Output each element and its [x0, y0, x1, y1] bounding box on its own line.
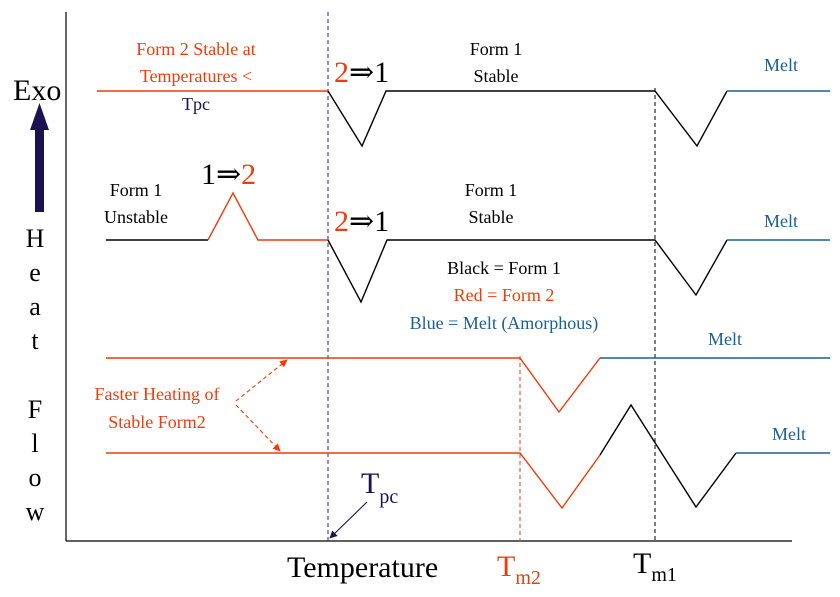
tm2-subscript: m2: [515, 567, 541, 589]
trace-3-melt-label: Melt: [708, 329, 742, 349]
y-letter-l: l: [31, 429, 38, 458]
tpc-subscript: pc: [379, 486, 398, 508]
trace-1-melt-label: Melt: [764, 55, 798, 75]
trace-4-melt-label: Melt: [772, 424, 806, 444]
trace-3: [106, 357, 830, 414]
trace-1: [97, 90, 830, 148]
exo-arrow-shaft: [35, 128, 44, 212]
y-letter-e: e: [29, 258, 41, 287]
fast-heating-arrow-up: [235, 359, 288, 402]
fast-heating-note-line2: Stable Form2: [108, 412, 206, 432]
trace-1-transition-label: 2⇒1: [334, 56, 389, 89]
y-letter-t: t: [31, 326, 39, 355]
tpc-pointer-arrow: [329, 501, 368, 539]
tpc-label: Tpc: [361, 467, 398, 508]
trace-2-unstable-line2: Unstable: [104, 207, 168, 227]
temperature-label: Temperature: [287, 551, 438, 584]
form2-stable-note-line2: Temperatures <: [140, 66, 252, 86]
legend-black: Black = Form 1: [447, 258, 561, 278]
trace-2: [106, 191, 830, 304]
legend-blue: Blue = Melt (Amorphous): [410, 313, 599, 334]
y-letter-h: H: [26, 224, 45, 253]
trace-3-form2-segment: [106, 357, 601, 414]
tm1-label: Tm1: [633, 547, 677, 586]
trace-2-stable-line2: Stable: [469, 207, 514, 227]
trace-4: [106, 403, 830, 510]
trace-1-stable-line2: Stable: [474, 66, 519, 86]
trace-4-form2-segment: [106, 452, 601, 510]
trace-4-form1-segment: [599, 403, 737, 509]
tm2-label: Tm2: [497, 550, 541, 589]
fast-heating-arrow-down: [235, 404, 281, 452]
trace-2-stable-line1: Form 1: [465, 180, 518, 200]
trace-2-transition-label: 2⇒1: [334, 205, 389, 238]
y-letter-w: w: [26, 497, 45, 526]
legend-red: Red = Form 2: [454, 285, 555, 305]
form2-stable-note-line1: Form 2 Stable at: [136, 39, 256, 59]
trace-2-conversion-label: 1⇒2: [201, 158, 256, 191]
y-letter-a: a: [29, 292, 41, 321]
heat-flow-label: H e a t F l o w: [26, 224, 45, 526]
trace-2-unstable-line1: Form 1: [110, 180, 163, 200]
y-letter-o: o: [29, 463, 42, 492]
exo-arrow-head: [30, 103, 49, 130]
trace-2-melt-label: Melt: [764, 211, 798, 231]
fast-heating-note-line1: Faster Heating of: [95, 384, 220, 404]
trace-1-stable-line1: Form 1: [470, 39, 523, 59]
trace-2-form2-segment: [207, 191, 328, 241]
y-letter-f: F: [28, 395, 42, 424]
form2-stable-note-tpc: Tpc: [182, 94, 210, 114]
trace-2-form1-segment: [327, 239, 728, 304]
exo-label: Exo: [13, 74, 61, 107]
trace-1-form1-segment: [327, 90, 728, 148]
tm1-subscript: m1: [651, 564, 677, 586]
